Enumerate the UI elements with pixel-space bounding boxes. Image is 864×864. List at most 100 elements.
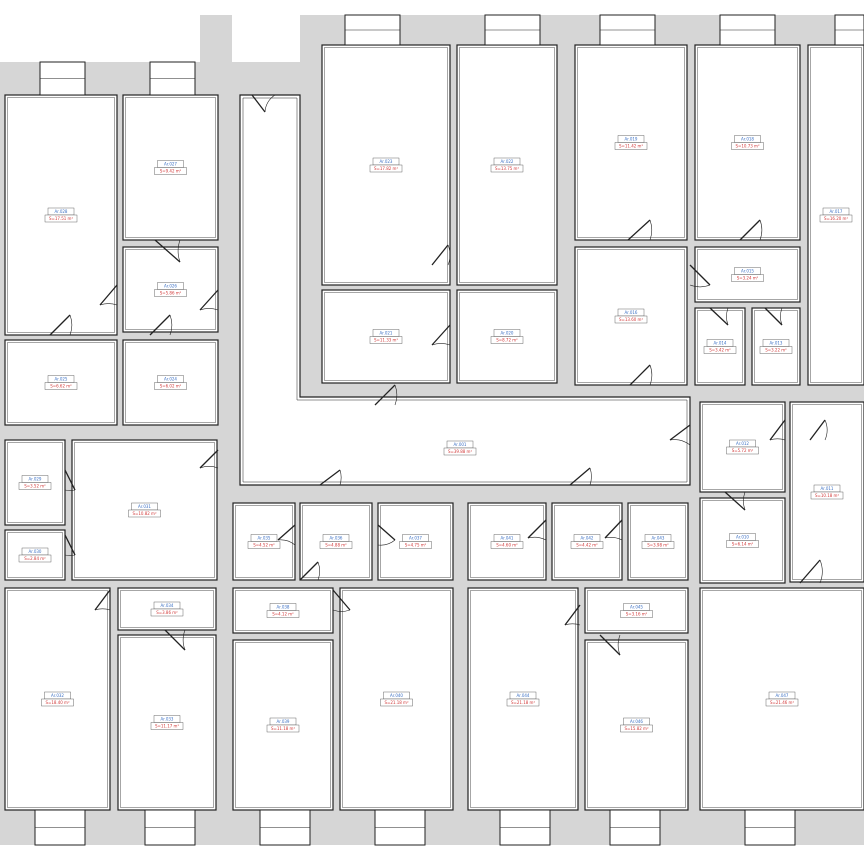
room-area-box [44, 382, 78, 390]
room-code: Ar.028 [55, 209, 68, 214]
room-area-box [154, 382, 187, 390]
corridor [239, 94, 691, 486]
door [809, 419, 828, 441]
room-area-box [490, 336, 524, 344]
room-area: S=10.18 m² [815, 493, 840, 498]
door-leaf [99, 284, 118, 306]
door-swing-arc [759, 219, 763, 241]
room-area: S=11.33 m² [374, 338, 399, 343]
room-inner-line [125, 97, 216, 238]
room-inner-line [792, 404, 862, 580]
room-area-box [620, 724, 653, 733]
room-code: Ar.033 [161, 717, 174, 722]
room-area-box [490, 541, 524, 549]
room-area: S=17.82 m² [374, 166, 399, 171]
door-swing-arc [394, 384, 398, 406]
room-code: Ar.036 [330, 536, 343, 541]
room-inner-line [235, 590, 331, 631]
room-area: S=4.42 m² [576, 543, 598, 548]
door [724, 491, 746, 511]
room-code: Ar.010 [736, 535, 749, 540]
room-area-box [154, 167, 187, 175]
door-leaf [799, 559, 821, 584]
door [669, 424, 691, 446]
door-swing-arc [277, 539, 296, 546]
room-area-box [150, 608, 184, 617]
door-leaf [769, 419, 786, 441]
room-code: Ar.042 [581, 536, 594, 541]
room-inner-line [302, 505, 370, 578]
door-leaf [599, 634, 621, 656]
room-code: Ar.034 [161, 603, 174, 608]
room-area: S=10.82 m² [132, 511, 157, 516]
room-code: Ar.019 [625, 137, 638, 142]
door [154, 239, 181, 263]
room-area-box [810, 491, 844, 500]
room-code: Ar.023 [380, 159, 393, 164]
door [319, 469, 342, 486]
room-area: S=3.22 m² [765, 348, 787, 353]
door [769, 419, 786, 441]
door-leaf [319, 469, 341, 486]
door [431, 324, 451, 346]
room-area-box [490, 164, 524, 173]
door [164, 629, 186, 651]
room-code: Ar.020 [501, 331, 514, 336]
room-area-box [369, 164, 403, 173]
door [629, 364, 653, 386]
room-area: S=4.52 m² [253, 543, 275, 548]
door-swing-arc [431, 343, 451, 346]
room-inner-line [587, 642, 686, 808]
room-area-box [18, 482, 52, 490]
door [627, 219, 652, 241]
room-code: Ar.046 [630, 719, 643, 724]
door [94, 589, 111, 611]
door [332, 589, 351, 612]
room-area: S=3.42 m² [709, 348, 731, 353]
room-inner-line [7, 97, 115, 333]
exterior [0, 845, 864, 864]
door-leaf [377, 524, 396, 541]
door [374, 384, 398, 406]
door-leaf [564, 604, 581, 626]
door-swing-arc [339, 469, 342, 486]
room-area-box [443, 447, 477, 456]
room-code: Ar.041 [501, 536, 514, 541]
door [99, 284, 118, 306]
door [377, 524, 396, 546]
room-code: Ar.013 [770, 341, 783, 346]
door [277, 524, 296, 546]
door-swing-arc [780, 307, 783, 326]
room-area: S=13.60 m² [619, 317, 644, 322]
room-area-box [319, 541, 353, 549]
room-code: Ar.024 [164, 377, 177, 382]
room-area-box [614, 315, 648, 324]
door-leaf [724, 491, 746, 511]
room-area: S=6.62 m² [50, 384, 72, 389]
door [689, 264, 711, 288]
door-leaf [199, 449, 219, 469]
door-swing-arc [617, 634, 621, 656]
door-leaf [604, 519, 623, 539]
room-area-box [247, 541, 281, 549]
door-leaf [689, 264, 711, 286]
door-leaf [669, 424, 691, 441]
door [604, 519, 623, 541]
room-inner-line [702, 500, 783, 581]
room [4, 529, 66, 581]
door-swing-arc [264, 94, 276, 113]
room-code: Ar.014 [714, 341, 727, 346]
room-area-box [819, 214, 853, 223]
